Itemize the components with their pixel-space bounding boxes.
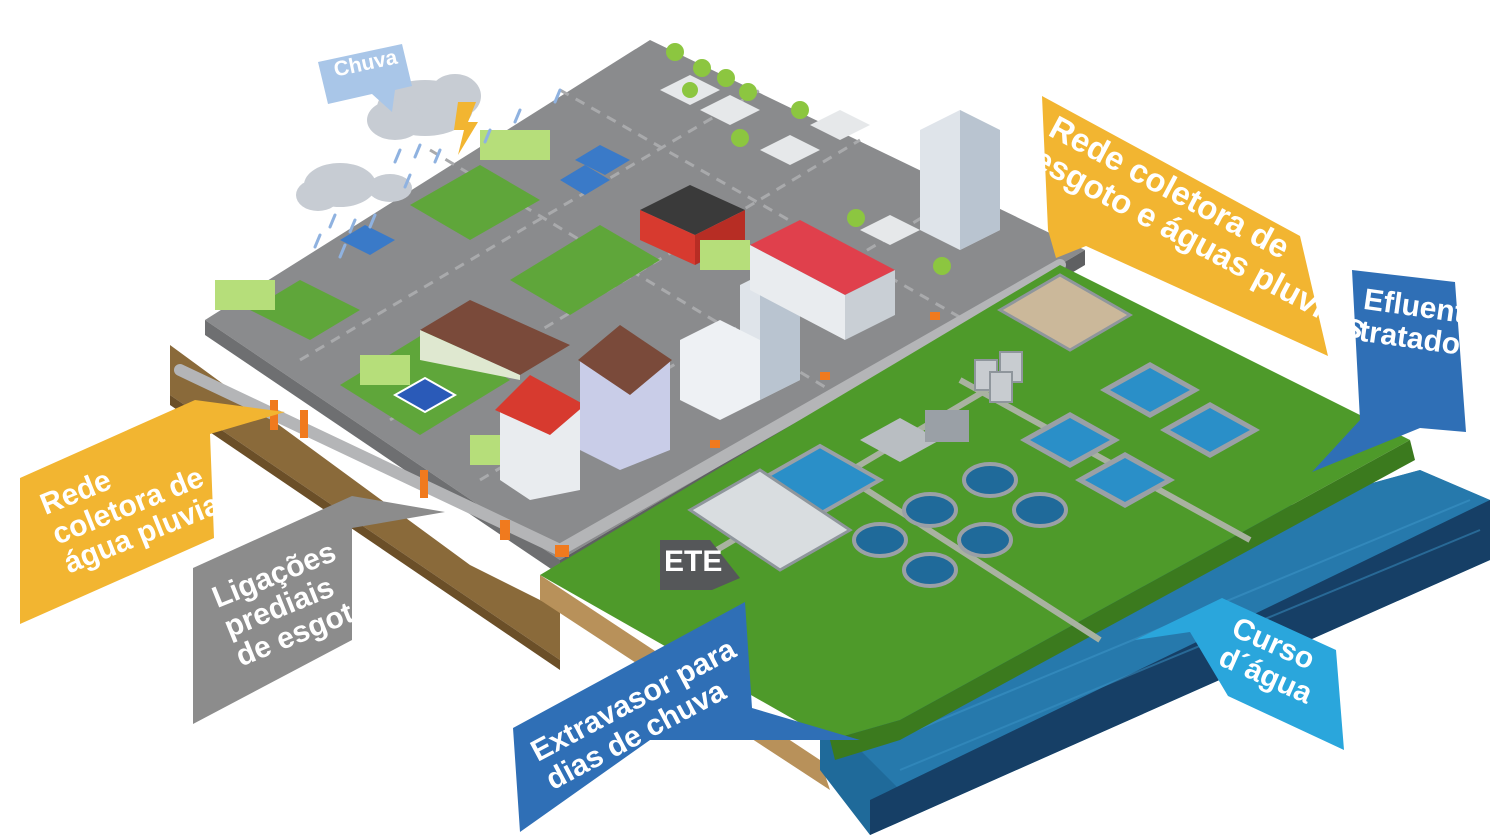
callout-shapes	[20, 44, 1466, 832]
label-ete: ETE	[664, 545, 723, 578]
house-icon	[340, 145, 630, 255]
lightning-icon	[454, 102, 478, 155]
settling-tanks	[1020, 362, 1260, 508]
treatment-plant	[540, 265, 1415, 760]
tree-icon	[666, 43, 951, 275]
city-buildings	[215, 43, 1000, 500]
building-icon	[680, 110, 1000, 420]
rain-cloud-icon	[296, 74, 562, 259]
sewer-pipe	[174, 259, 1066, 557]
river	[820, 470, 1490, 835]
clarifiers	[852, 462, 1068, 588]
